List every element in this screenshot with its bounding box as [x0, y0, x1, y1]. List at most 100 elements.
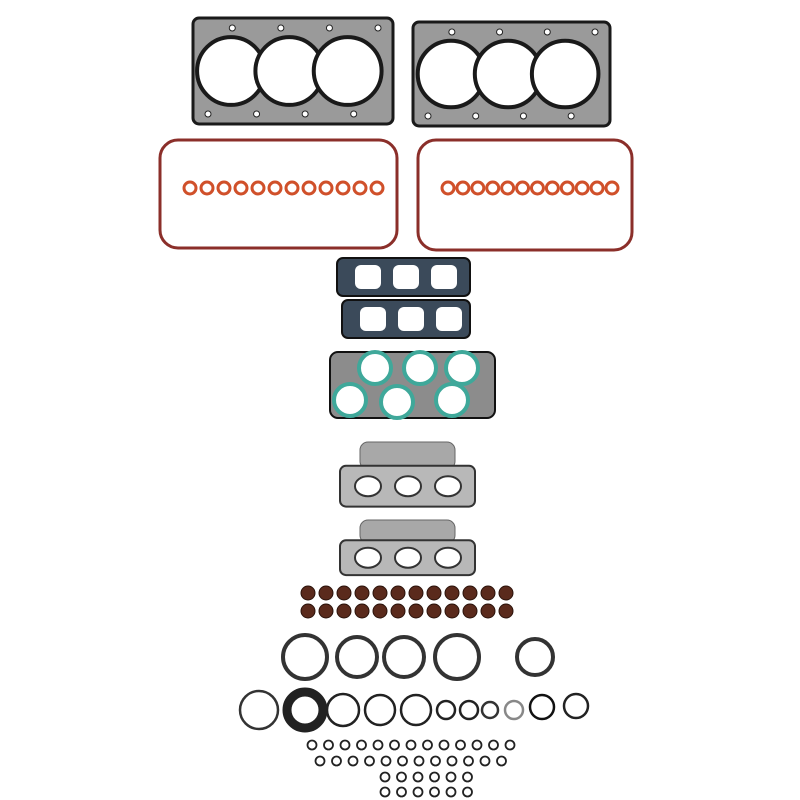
o-ring	[479, 755, 491, 767]
valve-stem-seal	[444, 585, 460, 601]
bolt-hole	[496, 28, 504, 36]
misc-gaskets	[281, 633, 555, 681]
valve-stem-seal	[300, 603, 316, 619]
spark-plug-tube-seal	[544, 180, 560, 196]
bolt-hole	[567, 112, 575, 120]
intake-port-seal	[444, 350, 480, 386]
spark-plug-tube-seal	[455, 180, 471, 196]
valve-stem-seal	[354, 603, 370, 619]
o-ring	[455, 739, 466, 751]
valve-stem-seal	[480, 603, 496, 619]
exhaust-port	[394, 546, 422, 569]
spark-plug-tube-seal	[604, 180, 620, 196]
valve-stem-seal	[408, 603, 424, 619]
valve-stem-seal	[462, 603, 478, 619]
valve-stem-seal	[480, 585, 496, 601]
bolt-hole	[325, 24, 333, 32]
bolt-hole	[519, 112, 527, 120]
o-ring	[462, 771, 473, 783]
valve-stem-seal	[426, 603, 442, 619]
o-ring	[463, 755, 474, 767]
valve-stem-seal	[354, 585, 370, 601]
valve-stem-seal	[318, 603, 334, 619]
valve-stem-seal	[498, 603, 514, 619]
o-ring	[462, 786, 473, 798]
spark-plug-tube-seal	[335, 180, 351, 196]
exhaust-port	[394, 475, 422, 498]
valve-stem-seal	[462, 585, 478, 601]
o-ring	[422, 739, 433, 751]
seal-ring	[458, 699, 480, 721]
valve-stem-seal	[426, 585, 442, 601]
bolt-hole	[228, 24, 236, 32]
cover-gasket	[335, 635, 379, 679]
o-ring	[430, 755, 441, 767]
intake-port-seal	[379, 384, 415, 420]
exhaust-port	[354, 546, 382, 569]
valve-cover-gasket	[158, 138, 399, 250]
exhaust-port	[434, 475, 462, 498]
spark-plug-tube-seal	[559, 180, 575, 196]
spark-plug-tube-seal	[318, 180, 334, 196]
spark-plug-tube-seal	[267, 180, 283, 196]
o-ring	[445, 786, 457, 798]
port-opening	[355, 265, 381, 289]
seal-ring	[238, 689, 280, 731]
o-ring	[429, 786, 440, 798]
intake-port-seal	[434, 382, 470, 418]
valve-stem-seal	[390, 585, 406, 601]
port-opening	[393, 265, 419, 289]
spark-plug-tube-seal	[470, 180, 486, 196]
spark-plug-tube-seal	[284, 180, 300, 196]
valve-stem-seal	[336, 603, 352, 619]
intake-port-seal	[402, 350, 438, 386]
valve-cover-gaskets	[158, 138, 634, 252]
seal-ring	[399, 693, 433, 727]
seal-ring	[562, 692, 590, 720]
seal-ring	[325, 692, 361, 728]
valve-cover-gasket	[416, 138, 634, 252]
upper-intake-gaskets	[336, 257, 471, 339]
seal-ring	[435, 699, 457, 721]
spark-plug-tube-seal	[216, 180, 232, 196]
valve-stem-seals	[300, 585, 514, 619]
valve-stem-seal	[390, 603, 406, 619]
spark-plug-tube-seal	[515, 180, 531, 196]
o-ring	[397, 755, 408, 767]
bolt-hole	[374, 24, 382, 32]
o-ring	[445, 771, 457, 783]
valve-stem-seal	[408, 585, 424, 601]
spark-plug-tube-seal	[500, 180, 516, 196]
bolt-hole	[543, 28, 551, 36]
o-ring	[429, 771, 440, 783]
spark-plug-tube-seal	[199, 180, 215, 196]
exhaust-manifold-gaskets	[339, 441, 476, 577]
intake-port-seal	[332, 382, 368, 418]
o-ring	[306, 739, 318, 751]
o-ring	[446, 755, 458, 767]
bolt-hole	[424, 112, 432, 120]
cylinder-bore	[311, 35, 384, 107]
o-ring	[379, 786, 391, 798]
cover-gasket	[382, 635, 426, 679]
bolt-hole	[591, 28, 599, 36]
valve-stem-seal	[300, 585, 316, 601]
port-opening	[436, 307, 462, 331]
seal-ring	[528, 693, 556, 721]
spark-plug-tube-seal	[182, 180, 198, 196]
bolt-hole	[448, 28, 456, 36]
o-ring	[364, 755, 375, 767]
exhaust-port	[354, 475, 382, 498]
cover-gasket	[515, 637, 555, 677]
valve-stem-seal	[444, 603, 460, 619]
seal-ring	[363, 693, 397, 727]
o-ring	[405, 739, 417, 751]
o-ring	[412, 786, 424, 798]
bolt-hole	[204, 110, 212, 118]
o-ring	[412, 771, 424, 783]
cylinder-head-gaskets	[191, 16, 612, 128]
o-ring	[339, 739, 351, 751]
o-ring	[380, 755, 392, 767]
spark-plug-tube-seal	[352, 180, 368, 196]
